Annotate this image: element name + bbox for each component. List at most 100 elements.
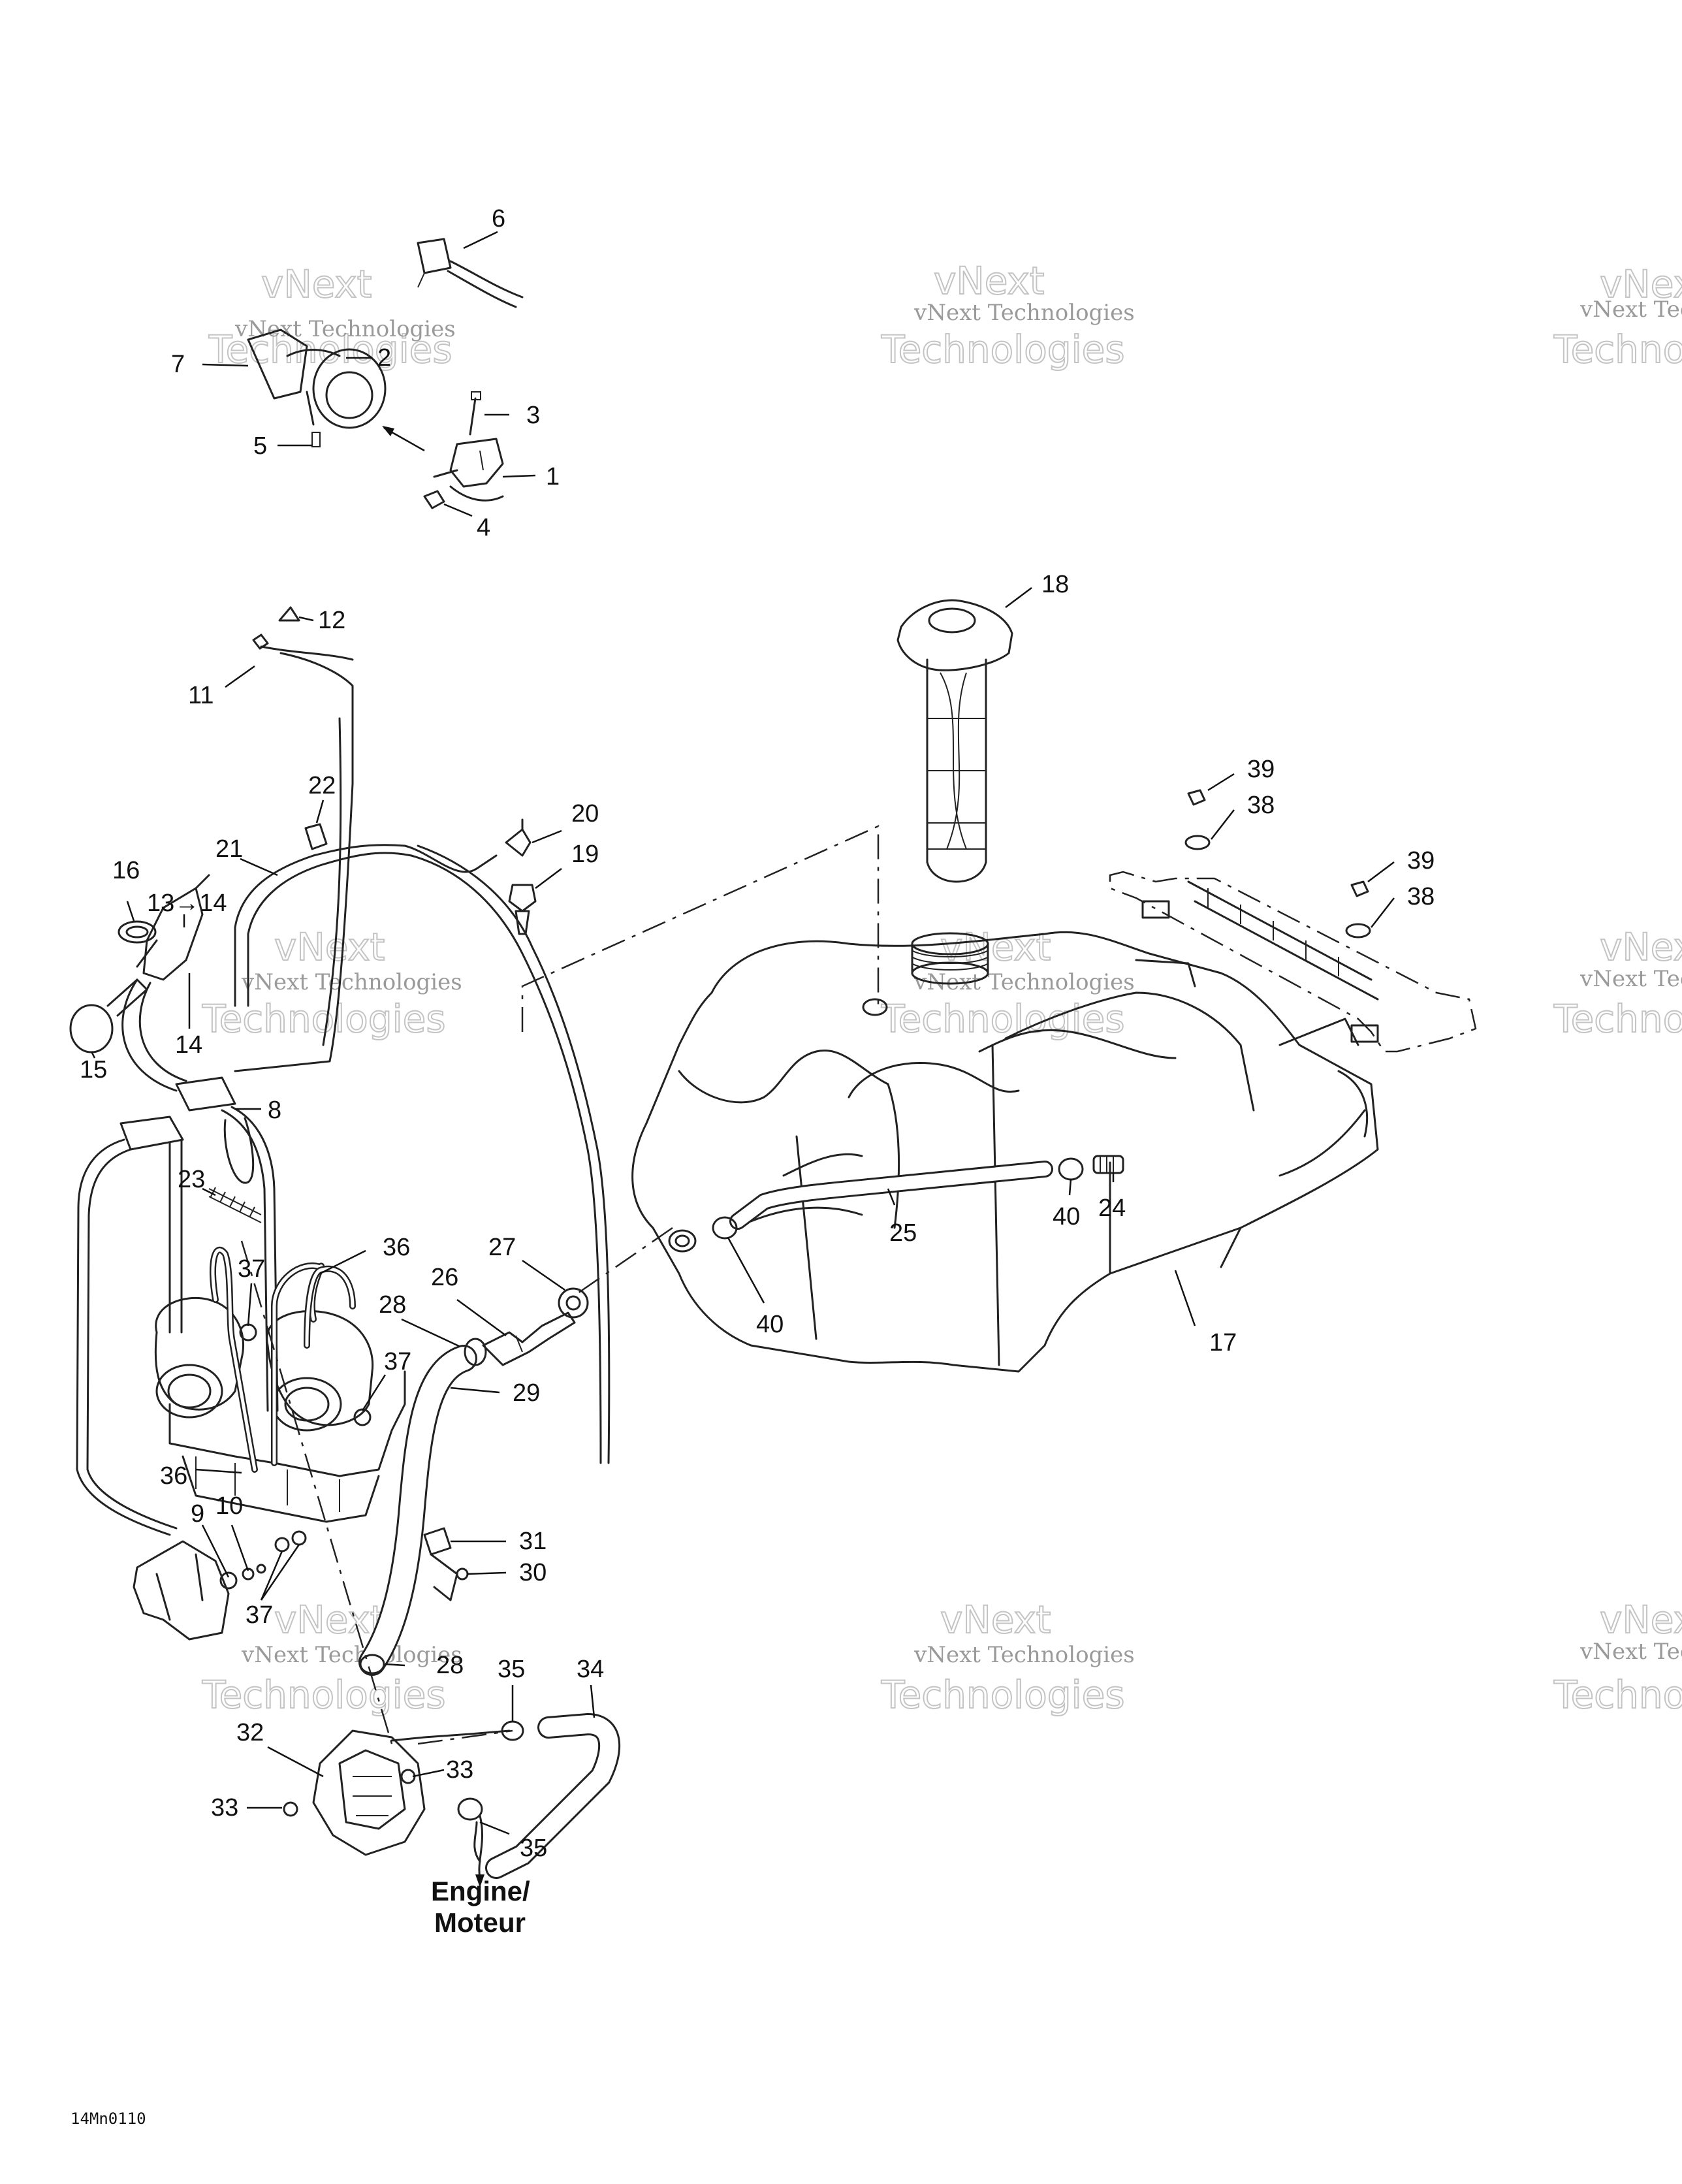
callout-39-upper: 39: [1247, 756, 1275, 783]
part-pickup-25: [729, 1161, 1053, 1230]
center-lines: [240, 825, 880, 1745]
callout-21: 21: [215, 835, 243, 863]
callout-labels: 6 7 2 3 5 1 4 12 11 18 22 21 20 19 16 13…: [80, 205, 1435, 1862]
part-clamp-28-lower: [359, 1654, 385, 1675]
callout-16: 16: [112, 857, 140, 884]
svg-text:Technologies: Technologies: [202, 997, 446, 1041]
watermark: Technologies vNext Technologies vNext: [880, 1597, 1135, 1718]
part-cable-21: [234, 645, 354, 1072]
callout-15: 15: [80, 1056, 107, 1084]
part-filter-24: [1092, 1155, 1124, 1174]
assembly-arrow: [382, 426, 425, 452]
callout-14: 14: [175, 1031, 202, 1059]
part-nut-39-upper: [1187, 789, 1206, 806]
svg-text:Technologies: Technologies: [881, 1673, 1125, 1717]
part-washer-38-upper: [1184, 835, 1211, 850]
part-nut-39-lower: [1350, 880, 1369, 897]
part-clamp-15: [69, 978, 148, 1053]
part-fuel-line: [234, 844, 611, 1464]
svg-text:vNext: vNext: [261, 262, 372, 306]
callout-7: 7: [171, 351, 185, 378]
part-tank-strap: [1109, 871, 1477, 1053]
svg-text:Moteur: Moteur: [434, 1907, 526, 1938]
callout-40-right: 40: [1053, 1203, 1080, 1230]
part-elbow-20: [505, 818, 532, 857]
svg-text:vNext Technologies: vNext Technologies: [241, 1642, 462, 1668]
part-filler-cap-18: [897, 599, 1013, 883]
svg-text:vNext Technologies: vNext Technologies: [1579, 297, 1682, 323]
svg-text:vNext: vNext: [1600, 1598, 1682, 1642]
svg-text:Engine/: Engine/: [431, 1876, 530, 1906]
watermark: Technologies vNext Technologies vNext: [1553, 261, 1682, 372]
callout-37-upper: 37: [238, 1255, 265, 1283]
part-bracket-1: [433, 438, 504, 502]
callout-36-upper: 36: [383, 1234, 410, 1261]
svg-text:Technologies: Technologies: [202, 1673, 446, 1717]
svg-text:vNext: vNext: [1600, 925, 1682, 969]
engine-label: Engine/ Moteur: [431, 1876, 530, 1938]
part-hose-34: [485, 1712, 621, 1879]
callout-37-lower: 37: [246, 1601, 273, 1629]
part-primer-2: [247, 329, 387, 447]
part-clamp-35-lower: [457, 1797, 483, 1863]
part-fuel-tank-17: [631, 931, 1379, 1373]
carburetor-assembly: [154, 1246, 406, 1552]
callout-40-left: 40: [756, 1311, 784, 1338]
svg-text:Technologies: Technologies: [881, 327, 1125, 372]
callout-24: 24: [1098, 1195, 1126, 1222]
part-sensor-14: [136, 874, 210, 981]
callout-9: 9: [191, 1500, 204, 1528]
part-fitting-11: [252, 634, 269, 650]
callout-20: 20: [571, 800, 599, 827]
svg-text:vNext Technologies: vNext Technologies: [234, 316, 456, 342]
callout-33-right: 33: [446, 1756, 473, 1784]
part-bolt-3: [469, 391, 481, 436]
svg-text:Technologies: Technologies: [1553, 1673, 1682, 1717]
svg-text:Technologies: Technologies: [1553, 997, 1682, 1041]
callout-10: 10: [215, 1492, 243, 1520]
fuel-hose-29: [358, 1345, 477, 1676]
svg-text:vNext Technologies: vNext Technologies: [913, 300, 1135, 326]
svg-text:Technologies: Technologies: [881, 997, 1125, 1041]
svg-text:vNext Technologies: vNext Technologies: [913, 1642, 1135, 1668]
part-fitting-26: [482, 1311, 576, 1366]
lower-left-pump: [133, 1540, 266, 1641]
leader-lines: [90, 231, 1395, 1835]
callout-13-14: 13→14: [147, 890, 227, 917]
callout-5: 5: [253, 432, 267, 460]
part-nut-4: [423, 490, 445, 509]
callout-6: 6: [492, 205, 505, 233]
svg-text:vNext Technologies: vNext Technologies: [1579, 1639, 1682, 1665]
svg-text:vNext: vNext: [934, 259, 1044, 303]
svg-text:vNext Technologies: vNext Technologies: [241, 969, 462, 995]
callout-38-lower: 38: [1407, 883, 1435, 910]
watermark: Technologies vNext Technologies vNext: [1553, 924, 1682, 1042]
callout-11: 11: [188, 682, 214, 709]
callout-29: 29: [513, 1379, 540, 1407]
svg-text:vNext Technologies: vNext Technologies: [1579, 966, 1682, 992]
part-connector-6: [417, 238, 524, 308]
svg-text:Technologies: Technologies: [208, 327, 452, 372]
svg-text:vNext Technologies: vNext Technologies: [913, 969, 1135, 995]
watermark: Technologies vNext Technologies vNext: [201, 1597, 462, 1718]
watermark: Technologies vNext Technologies vNext: [208, 261, 456, 372]
callout-1: 1: [546, 463, 560, 490]
callout-23: 23: [178, 1166, 205, 1193]
part-clamp-40-left: [712, 1216, 738, 1240]
part-junction-8: [119, 978, 236, 1151]
watermark: Technologies vNext Technologies vNext: [880, 924, 1135, 1042]
callout-32: 32: [236, 1719, 264, 1746]
part-fuel-pump-32: [283, 1729, 511, 1856]
cable-routing: [234, 606, 611, 1464]
callout-19: 19: [571, 841, 599, 868]
callout-4: 4: [477, 514, 490, 541]
callout-22: 22: [308, 772, 336, 799]
callout-35-upper: 35: [498, 1656, 525, 1683]
callout-18: 18: [1041, 571, 1069, 598]
part-spring-23: [208, 1117, 262, 1223]
part-cap-12: [278, 606, 300, 622]
primer-assembly: [247, 238, 524, 509]
drawing-code: 14Mn0110: [71, 2110, 146, 2128]
callout-39-lower: 39: [1407, 847, 1435, 875]
